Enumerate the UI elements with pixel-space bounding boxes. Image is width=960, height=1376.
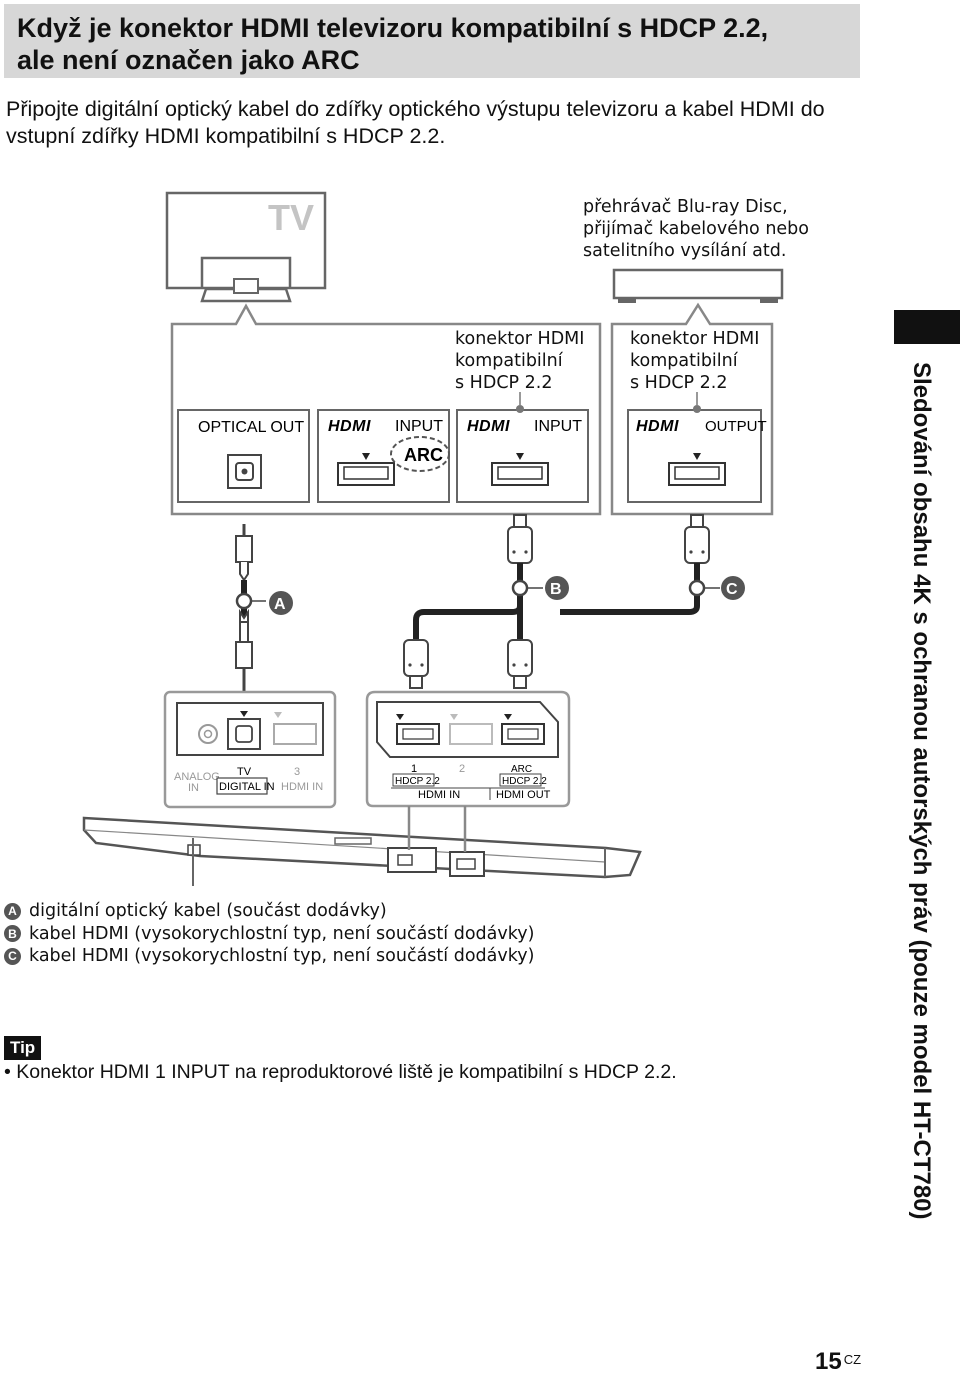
digital-in-label: DIGITAL IN [219, 781, 275, 793]
page-number-value: 15 [815, 1348, 842, 1375]
tv-callout [170, 303, 602, 516]
output-label: OUTPUT [705, 418, 767, 435]
input-label-1: INPUT [395, 418, 443, 435]
page-suffix: CZ [843, 1352, 862, 1367]
legend: A digitální optický kabel (součást dodáv… [4, 900, 534, 968]
arc-label: ARC [404, 445, 443, 465]
legend-marker-c: C [4, 947, 21, 965]
side-tab [894, 310, 960, 344]
player-hdmi-compat-label: konektor HDMI kompatibilní s HDCP 2.2 [630, 329, 760, 393]
panel-leaders [407, 806, 467, 852]
player-callout [610, 302, 774, 516]
title-box: Když je konektor HDMI televizoru kompati… [4, 4, 860, 78]
hdmi-in-label-3: HDMI IN [281, 781, 323, 793]
tv-port-label: TV [237, 766, 252, 778]
player-label: přehrávač Blu-ray Disc, přijímač kabelov… [583, 197, 809, 261]
marker-a: A [274, 596, 286, 613]
legend-text-b: kabel HDMI (vysokorychlostní typ, není s… [29, 923, 535, 944]
soundbar-left-panel: ANALOG IN TV DIGITAL IN 3 HDMI IN [163, 690, 337, 809]
title-line-2: ale není označen jako ARC [17, 45, 360, 75]
tip-text: • Konektor HDMI 1 INPUT na reproduktorov… [4, 1061, 677, 1083]
port-2-label: 2 [459, 763, 465, 775]
analog-in-label-1: ANALOG [174, 771, 220, 783]
marker-b: B [550, 581, 562, 598]
side-section-title: Sledování obsahu 4K s ochranou autorskýc… [908, 362, 935, 1220]
tv-illustration: TV [165, 191, 327, 303]
hdcp-label-2: HDCP 2.2 [502, 776, 547, 787]
legend-text-c: kabel HDMI (vysokorychlostní typ, není s… [29, 946, 535, 966]
legend-item-b: B kabel HDMI (vysokorychlostní typ, není… [4, 923, 534, 946]
hdmi-logo-3: HDMI [636, 418, 679, 435]
intro-paragraph: Připojte digitální optický kabel do zdíř… [6, 97, 825, 148]
hdmi-in-label: HDMI IN [418, 789, 460, 801]
title-line-1: Když je konektor HDMI televizoru kompati… [17, 13, 769, 43]
hdmi-logo-1: HDMI [328, 418, 371, 435]
soundbar-right-panel: 1 HDCP 2.2 2 ARC HDCP 2.2 HDMI IN HDMI O… [365, 690, 571, 808]
tv-hdmi-compat-label: konektor HDMI kompatibilní s HDCP 2.2 [455, 329, 585, 393]
connection-diagram: TV OPTICAL OUT HDMI INPUT ARC HDMI INPUT [82, 191, 784, 886]
input-label-2: INPUT [534, 418, 582, 435]
hdmi-cable-c: C [560, 514, 745, 615]
port-3-label: 3 [294, 766, 300, 778]
player-illustration [612, 268, 784, 303]
legend-item-a: A digitální optický kabel (součást dodáv… [4, 900, 534, 923]
tv-hdmi-input-panel: HDMI INPUT [456, 392, 589, 503]
marker-c: C [726, 581, 738, 598]
soundbar-body [82, 816, 642, 886]
legend-item-c: C kabel HDMI (vysokorychlostní typ, není… [4, 945, 534, 968]
tv-optical-out-panel: OPTICAL OUT [177, 409, 310, 503]
hdmi-cable-b: B [403, 514, 569, 689]
arc-port-label: ARC [511, 764, 532, 775]
hdcp-label-1: HDCP 2.2 [395, 776, 440, 787]
page-title: Když je konektor HDMI televizoru kompati… [17, 12, 768, 76]
hdmi-out-label: HDMI OUT [496, 789, 551, 801]
tv-label: TV [268, 197, 314, 238]
legend-text-a: digitální optický kabel (součást dodávky… [29, 901, 387, 921]
tip-badge: Tip [4, 1036, 42, 1060]
player-hdmi-output-panel: HDMI OUTPUT [627, 392, 767, 503]
hdmi-logo-2: HDMI [467, 418, 510, 435]
port-1-label: 1 [411, 763, 417, 775]
optical-cable-a: A [235, 524, 293, 715]
tv-hdmi-input-arc-panel: HDMI INPUT ARC [317, 409, 450, 503]
optical-out-label: OPTICAL OUT [198, 419, 304, 436]
analog-in-label-2: IN [188, 782, 199, 794]
legend-marker-a: A [4, 902, 21, 920]
legend-marker-b: B [4, 925, 21, 943]
